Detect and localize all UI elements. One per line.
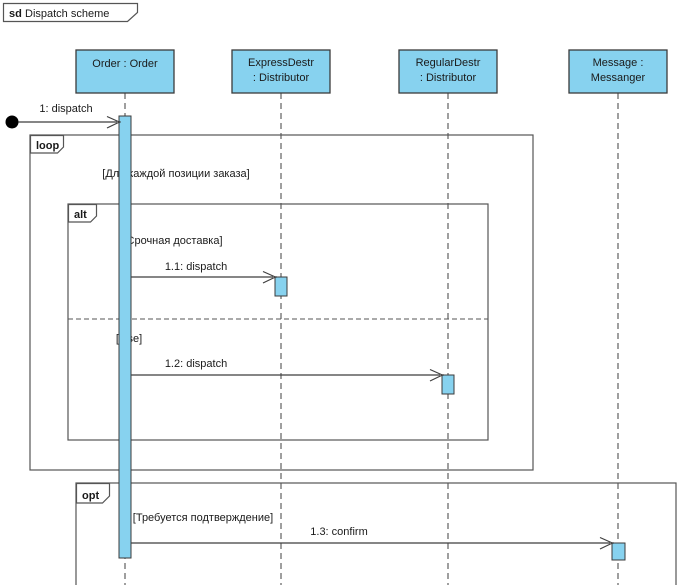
activation-message bbox=[611, 542, 626, 561]
message-1-2-arrowhead-icon bbox=[429, 368, 444, 382]
lifeline-head-expressdestr-label-2: : Distributor bbox=[253, 72, 310, 84]
lifeline-head-regulardestr-label-2: : Distributor bbox=[420, 72, 477, 84]
activation-expressdestr bbox=[274, 276, 288, 297]
opt-guard-text: [Требуется подтверждение] bbox=[133, 512, 273, 524]
message-1-1-label: 1.1: dispatch bbox=[165, 261, 227, 273]
lifeline-head-message bbox=[568, 49, 668, 94]
frame-title: Dispatch scheme bbox=[25, 8, 109, 20]
loop-guard-text: [Для каждой позиции заказа] bbox=[102, 168, 249, 180]
message-1-2-label: 1.2: dispatch bbox=[165, 358, 227, 370]
found-message-dot bbox=[5, 115, 19, 129]
lifeline-head-regulardestr-label-1: RegularDestr bbox=[416, 57, 481, 69]
message-1-3-arrowhead-icon bbox=[599, 536, 614, 550]
activation-regulardestr bbox=[441, 374, 455, 395]
alt-operator-pentagon bbox=[67, 203, 98, 223]
message-1-arrowhead-icon bbox=[106, 115, 121, 129]
message-1-3-label: 1.3: confirm bbox=[310, 526, 367, 538]
loop-operator-label: loop bbox=[36, 140, 59, 152]
lifeline-head-message-label-1: Message : bbox=[593, 57, 644, 69]
lifeline-head-expressdestr bbox=[231, 49, 331, 94]
opt-operator-label: opt bbox=[82, 490, 99, 502]
alt-guard-text: [Срочная доставка] bbox=[123, 235, 222, 247]
frame-title-pentagon bbox=[2, 2, 139, 23]
frame-keyword: sd bbox=[9, 8, 22, 20]
lifeline-head-order bbox=[75, 49, 175, 94]
activation-order bbox=[118, 115, 132, 559]
loop-fragment-frame bbox=[29, 134, 534, 471]
alt-fragment-frame bbox=[67, 203, 489, 441]
lifeline-head-message-label-2: Messanger bbox=[591, 72, 646, 84]
message-1-1-arrowhead-icon bbox=[262, 270, 277, 284]
message-1-label: 1: dispatch bbox=[39, 103, 92, 115]
loop-operator-pentagon bbox=[29, 134, 65, 154]
lifeline-head-regulardestr bbox=[398, 49, 498, 94]
alt-operator-label: alt bbox=[74, 209, 87, 221]
opt-fragment-frame bbox=[75, 482, 677, 585]
lifeline-head-order-label: Order : Order bbox=[92, 58, 158, 70]
lifeline-head-expressdestr-label-1: ExpressDestr bbox=[248, 57, 314, 69]
opt-operator-pentagon bbox=[75, 482, 111, 504]
